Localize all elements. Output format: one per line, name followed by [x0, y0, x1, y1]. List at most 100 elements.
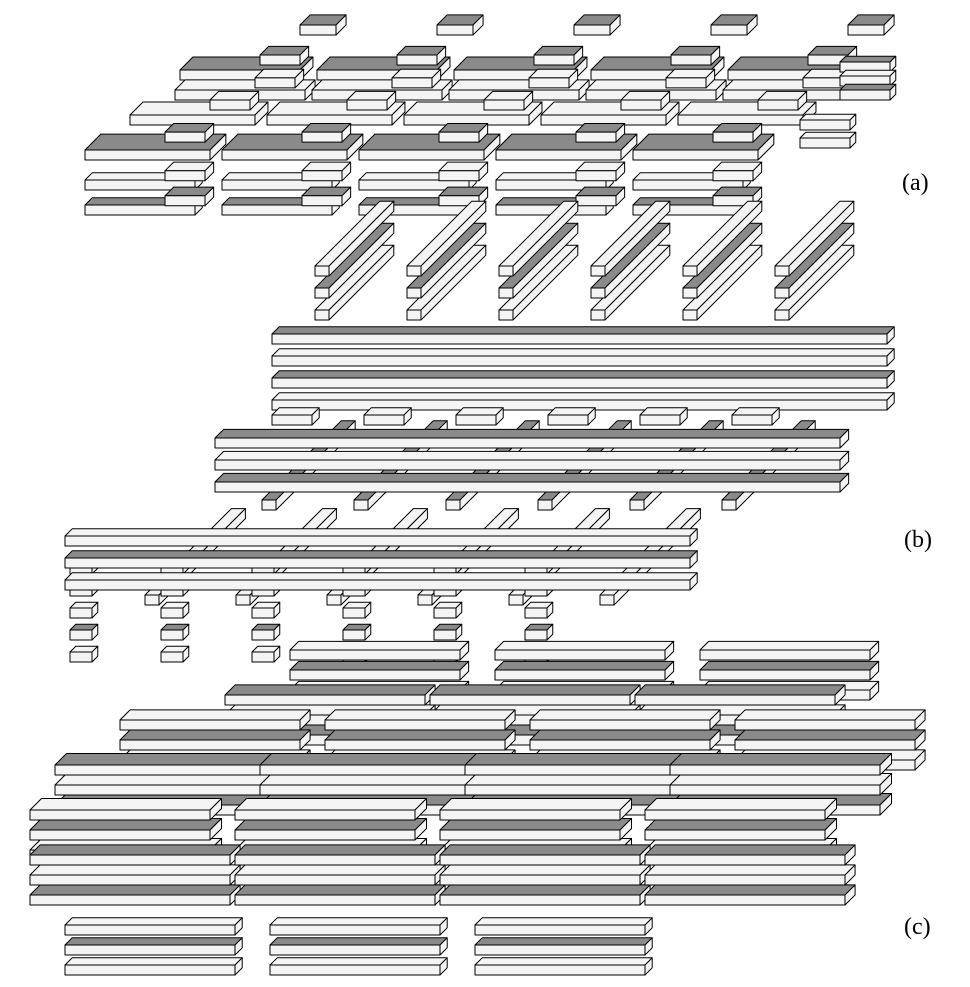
bar — [234, 797, 428, 821]
bar — [160, 645, 190, 663]
bar — [269, 917, 448, 936]
bar — [259, 752, 483, 776]
bar — [29, 864, 241, 886]
bar — [774, 200, 855, 277]
bar — [214, 450, 850, 471]
bar — [439, 797, 633, 821]
bar — [682, 244, 763, 321]
panel-c-lattice — [29, 640, 926, 976]
bar — [524, 601, 554, 619]
bar — [311, 79, 453, 101]
bar — [391, 68, 442, 89]
bar — [669, 772, 893, 796]
bar — [346, 90, 397, 111]
bar — [634, 684, 846, 706]
bar — [573, 14, 621, 36]
bar — [699, 660, 880, 681]
bar — [494, 660, 675, 681]
bar — [639, 407, 688, 426]
bar — [575, 186, 626, 207]
bar — [324, 729, 516, 751]
bar — [712, 123, 763, 143]
bar — [289, 640, 470, 661]
bar — [289, 660, 470, 681]
panel-b-lattice — [64, 200, 895, 663]
bar — [251, 645, 281, 663]
bar — [64, 528, 698, 547]
bar — [64, 937, 243, 956]
bar — [533, 45, 584, 66]
bar — [524, 623, 554, 641]
bar — [847, 14, 895, 36]
bar — [799, 113, 857, 131]
panel-c-label: (c) — [904, 914, 931, 940]
bar — [301, 123, 352, 143]
bar — [271, 326, 895, 345]
bar — [54, 752, 278, 776]
bar — [301, 186, 352, 207]
bar — [433, 601, 463, 619]
bar — [29, 817, 223, 841]
panel-a-label: (a) — [902, 170, 929, 196]
bar — [474, 957, 653, 976]
bar — [734, 709, 926, 731]
bar — [494, 640, 675, 661]
bar — [644, 817, 838, 841]
bar — [799, 131, 857, 149]
bar — [269, 937, 448, 956]
bar — [54, 772, 278, 796]
bar — [682, 200, 763, 277]
bar — [299, 14, 347, 36]
bar — [209, 90, 260, 111]
bar — [160, 601, 190, 619]
bar — [670, 45, 721, 66]
bar — [438, 161, 489, 182]
bar — [214, 428, 850, 449]
bar — [234, 817, 428, 841]
bar — [529, 709, 721, 731]
bar — [483, 90, 534, 111]
bar — [406, 222, 487, 299]
bar — [29, 884, 241, 906]
bar — [439, 844, 651, 866]
bar — [839, 69, 897, 87]
bar — [438, 123, 489, 143]
bar — [439, 817, 633, 841]
bar — [64, 917, 243, 936]
bar — [69, 623, 99, 641]
bar — [699, 640, 880, 661]
bar — [314, 200, 395, 277]
bar — [64, 572, 698, 591]
bar — [712, 161, 763, 182]
bar — [665, 68, 716, 89]
bar — [529, 729, 721, 751]
bar — [259, 772, 483, 796]
bar — [439, 864, 651, 886]
bar — [214, 472, 850, 493]
bar — [64, 550, 698, 569]
bar — [433, 623, 463, 641]
bar — [164, 123, 215, 143]
bar — [495, 133, 638, 161]
bar — [455, 407, 504, 426]
bar — [271, 348, 895, 367]
bar — [234, 844, 446, 866]
bar — [251, 623, 281, 641]
bar — [69, 645, 99, 663]
bar — [164, 186, 215, 207]
bar — [644, 797, 838, 821]
bar — [839, 55, 897, 73]
panel-a-lattice — [84, 14, 897, 216]
bar — [464, 752, 688, 776]
bar — [839, 83, 897, 101]
bar — [403, 101, 543, 126]
bar — [301, 161, 352, 182]
bar — [547, 407, 596, 426]
bar — [342, 623, 372, 641]
bar — [528, 68, 579, 89]
bar — [498, 200, 579, 277]
bar — [734, 729, 926, 751]
bar — [314, 244, 395, 321]
bar — [474, 917, 653, 936]
bar — [406, 244, 487, 321]
